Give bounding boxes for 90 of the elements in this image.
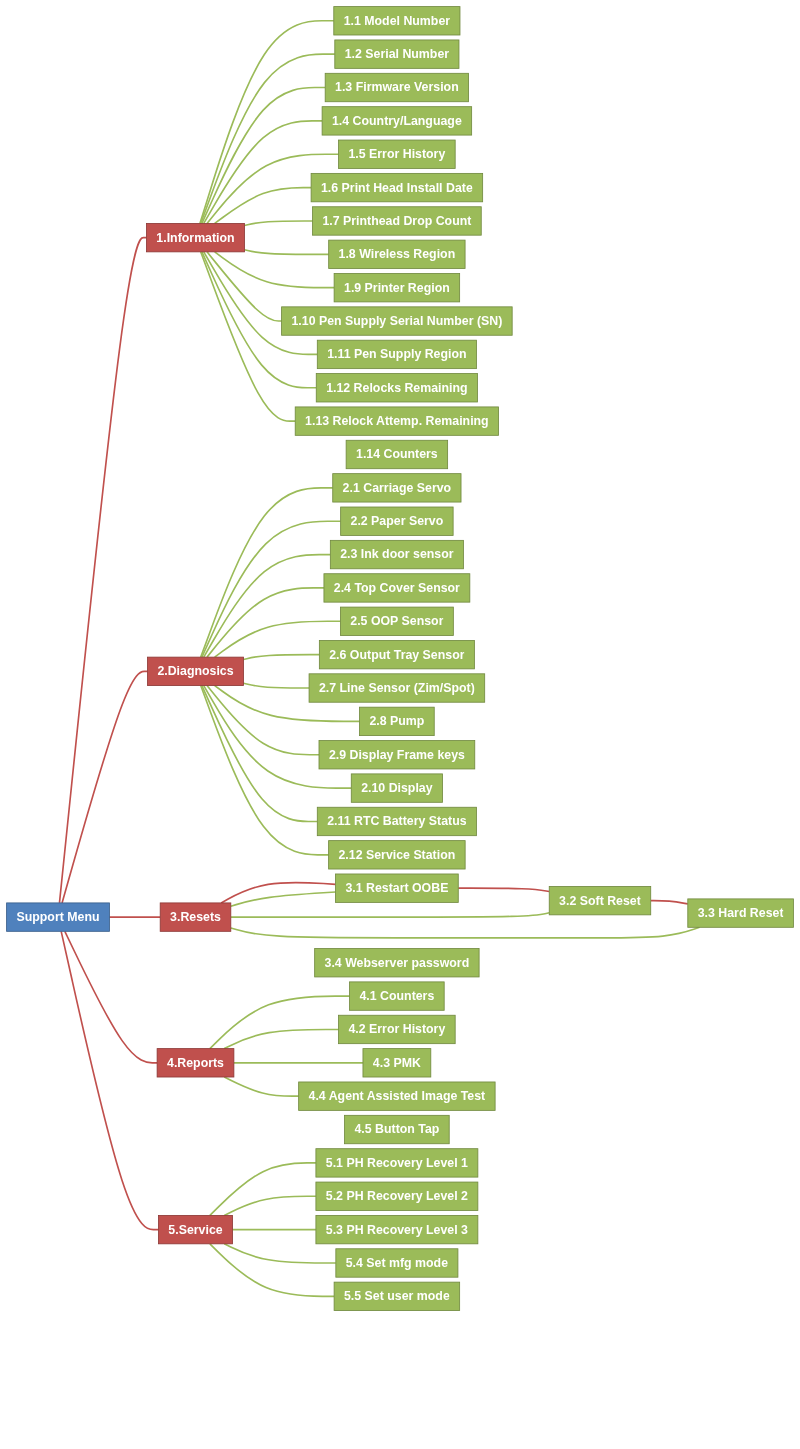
connector bbox=[209, 1243, 335, 1298]
node-box: 2.11 RTC Battery Status bbox=[316, 806, 477, 837]
connector bbox=[199, 19, 335, 225]
node-box: 1.11 Pen Supply Region bbox=[316, 339, 477, 370]
connector bbox=[201, 251, 318, 389]
node-box: 5.Service bbox=[158, 1215, 233, 1245]
connector bbox=[108, 916, 162, 918]
node-box: 2.2 Paper Servo bbox=[340, 506, 454, 536]
node-box: 5.4 Set mfg mode bbox=[335, 1248, 459, 1278]
node-box: 1.3 Firmware Version bbox=[324, 72, 469, 103]
node-box: 5.3 PH Recovery Level 3 bbox=[315, 1215, 479, 1245]
connector bbox=[223, 1028, 340, 1050]
node-box: 2.Diagnosics bbox=[147, 656, 244, 686]
connector bbox=[206, 153, 340, 225]
node-box: 2.9 Display Frame keys bbox=[318, 740, 476, 770]
connector bbox=[199, 487, 334, 658]
node-box: 5.1 PH Recovery Level 1 bbox=[315, 1148, 479, 1178]
connector bbox=[201, 520, 342, 658]
connector bbox=[206, 251, 283, 322]
connector bbox=[202, 684, 353, 789]
node-box: 3.2 Soft Reset bbox=[548, 886, 652, 916]
node-box: 1.4 Country/Language bbox=[321, 106, 473, 136]
node-box: 3.4 Webserver password bbox=[314, 948, 480, 978]
node-box: 1.10 Pen Supply Serial Number (SN) bbox=[281, 306, 513, 336]
connector bbox=[242, 653, 321, 661]
connector bbox=[202, 120, 323, 225]
connector bbox=[61, 670, 149, 904]
connector bbox=[58, 236, 148, 904]
node-box: 2.7 Line Sensor (Zim/Spot) bbox=[308, 673, 486, 703]
connector bbox=[206, 684, 320, 756]
node-box: 1.7 Printhead Drop Count bbox=[312, 206, 482, 236]
node-box: 5.5 Set user mode bbox=[333, 1281, 461, 1311]
connector bbox=[223, 1195, 317, 1217]
connector bbox=[202, 251, 319, 356]
node-box: 1.6 Print Head Install Date bbox=[310, 173, 484, 203]
connector bbox=[213, 620, 342, 658]
connector bbox=[230, 911, 551, 918]
node-box: 2.3 Ink door sensor bbox=[329, 539, 464, 570]
node-box: 3.3 Hard Reset bbox=[687, 898, 794, 928]
node-box: 2.10 Display bbox=[350, 773, 443, 803]
node-box: 1.5 Error History bbox=[338, 139, 456, 169]
node-box: 4.5 Button Tap bbox=[344, 1114, 450, 1145]
node-box: 5.2 PH Recovery Level 2 bbox=[315, 1181, 479, 1211]
node-box: 2.6 Output Tray Sensor bbox=[318, 640, 475, 670]
node-box: 2.5 OOP Sensor bbox=[340, 606, 454, 636]
connector bbox=[213, 684, 361, 723]
node-box: 1.13 Relock Attemp. Remaining bbox=[294, 406, 499, 436]
connector bbox=[233, 1062, 364, 1064]
connector bbox=[64, 930, 158, 1064]
connector bbox=[242, 682, 310, 689]
node-box: 4.4 Agent Assisted Image Test bbox=[298, 1081, 496, 1111]
connector bbox=[209, 995, 351, 1050]
connector bbox=[60, 930, 160, 1231]
node-box: 3.1 Restart OOBE bbox=[335, 873, 459, 903]
connector bbox=[223, 1076, 300, 1097]
node-box: 2.1 Carriage Servo bbox=[332, 473, 462, 503]
connector bbox=[202, 553, 332, 658]
connector bbox=[243, 248, 330, 256]
connector bbox=[199, 53, 336, 225]
node-box: 1.1 Model Number bbox=[333, 6, 461, 36]
node-box: 1.8 Wireless Region bbox=[328, 239, 466, 269]
node-box: 2.12 Service Station bbox=[328, 840, 466, 870]
node-box: 2.4 Top Cover Sensor bbox=[323, 573, 471, 603]
node-box: Support Menu bbox=[6, 902, 110, 932]
connector bbox=[209, 1162, 317, 1217]
node-box: 1.2 Serial Number bbox=[334, 39, 460, 69]
connector bbox=[231, 1228, 317, 1231]
node-box: 1.14 Counters bbox=[345, 439, 449, 470]
connector bbox=[199, 251, 297, 422]
node-box: 3.Resets bbox=[159, 902, 232, 932]
connector bbox=[201, 86, 326, 225]
connector bbox=[213, 186, 312, 225]
connector bbox=[457, 887, 551, 893]
connector bbox=[201, 684, 319, 823]
node-box: 1.Information bbox=[146, 223, 245, 253]
node-box: 4.2 Error History bbox=[338, 1014, 456, 1045]
node-box: 4.3 PMK bbox=[362, 1048, 432, 1078]
connector bbox=[213, 251, 335, 289]
connector bbox=[230, 891, 337, 908]
node-box: 2.8 Pump bbox=[359, 706, 435, 736]
node-box: 1.9 Printer Region bbox=[333, 273, 461, 303]
node-box: 4.1 Counters bbox=[349, 981, 445, 1011]
node-box: 4.Reports bbox=[156, 1048, 235, 1078]
connector bbox=[220, 881, 337, 904]
connector bbox=[199, 684, 330, 856]
connector bbox=[649, 899, 689, 905]
connector bbox=[206, 587, 325, 658]
connector bbox=[223, 1243, 337, 1264]
connector bbox=[243, 220, 314, 227]
node-box: 1.12 Relocks Remaining bbox=[315, 373, 478, 403]
